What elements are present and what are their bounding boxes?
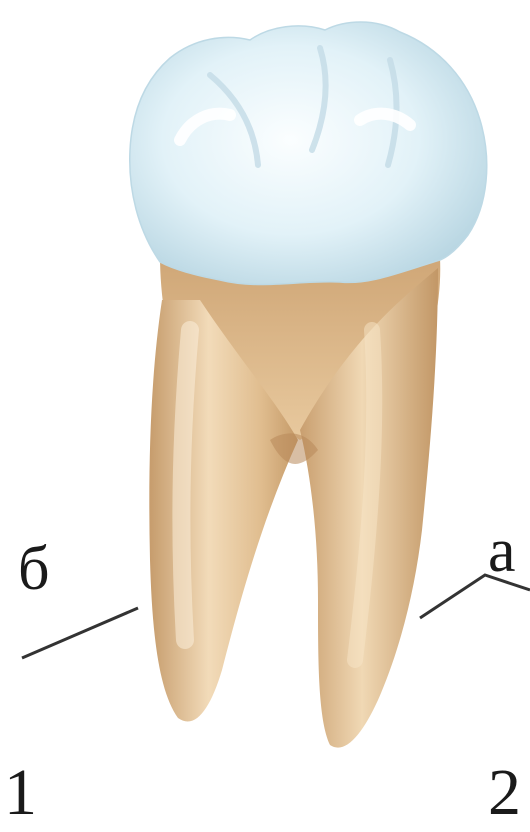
root-highlight-left	[181, 330, 190, 640]
tooth-crown	[130, 22, 487, 285]
label-b: б	[18, 538, 50, 600]
leader-line-b	[22, 608, 138, 658]
label-a: а	[488, 520, 516, 582]
figure-number-1: 1	[4, 760, 37, 826]
figure-number-2: 2	[488, 760, 521, 826]
